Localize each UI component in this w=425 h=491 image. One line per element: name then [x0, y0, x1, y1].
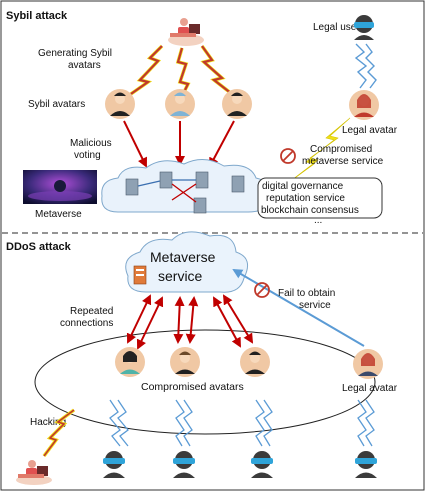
- hacking-label: Hacking: [30, 417, 66, 428]
- fail-label-1: Fail to obtain: [278, 288, 335, 299]
- service-item: reputation service: [266, 193, 345, 204]
- repeated-label-2: connections: [60, 318, 113, 329]
- server-icon: [125, 171, 245, 214]
- legal-avatar-label-ddos: Legal avatar: [342, 383, 398, 394]
- repeated-label-1: Repeated: [70, 306, 113, 317]
- lightning-icon: [42, 408, 76, 458]
- cloud-icon: [101, 159, 270, 213]
- fail-label-2: service: [299, 300, 331, 311]
- compromised-label-1: Compromised: [310, 144, 372, 155]
- sybil-title: Sybil attack: [6, 10, 68, 22]
- service-label-2: service: [158, 268, 203, 284]
- avatar-icon: [349, 90, 379, 120]
- prohibited-icon: [280, 148, 296, 164]
- compromised-group: [34, 329, 376, 435]
- ddos-title: DDoS attack: [6, 241, 72, 253]
- generating-label-1: Generating Sybil: [38, 48, 112, 59]
- cloud-icon: [125, 231, 249, 293]
- user-headset-icon: [354, 15, 374, 40]
- attack-arrows: [126, 294, 254, 350]
- user-headset-icon: [355, 451, 377, 478]
- service-item: digital governance: [262, 181, 344, 192]
- lightning-icon: [126, 44, 234, 98]
- server-icon: [133, 265, 147, 285]
- avatar-icon: [222, 89, 252, 119]
- metaverse-label: Metaverse: [35, 209, 82, 220]
- sybil-avatars-label: Sybil avatars: [28, 99, 85, 110]
- avatar-icon: [105, 89, 135, 119]
- service-label-1: Metaverse: [150, 249, 216, 265]
- malicious-label-1: Malicious: [70, 138, 112, 149]
- server-links: [137, 179, 197, 203]
- generating-label-2: avatars: [68, 60, 101, 71]
- compromised-avatars-label: Compromised avatars: [141, 381, 244, 393]
- user-headset-icon: [103, 451, 125, 478]
- malicious-label-2: voting: [74, 150, 101, 161]
- legal-request-arrow: [232, 268, 365, 347]
- avatar-icon: [353, 349, 383, 379]
- compromised-label-2: metaverse service: [302, 156, 384, 167]
- prohibited-icon: [254, 282, 270, 298]
- avatar-icon: [115, 347, 145, 377]
- attack-arrows: [123, 120, 235, 168]
- hacker-icon: [168, 18, 204, 46]
- user-headset-icon: [251, 451, 273, 478]
- avatar-icon: [165, 89, 195, 119]
- lightning-icon: [354, 43, 377, 89]
- service-item: blockchain consensus: [261, 205, 359, 216]
- user-headset-icon: [173, 451, 195, 478]
- service-list-box: [257, 177, 383, 219]
- service-item: ...: [314, 215, 322, 226]
- avatar-icon: [170, 347, 200, 377]
- avatar-icon: [240, 347, 270, 377]
- legal-avatar-label: Legal avatar: [342, 125, 398, 136]
- metaverse-image: [23, 170, 97, 204]
- hacker-icon: [16, 460, 52, 485]
- lightning-icon: [109, 399, 375, 447]
- legal-user-label: Legal user: [313, 22, 360, 33]
